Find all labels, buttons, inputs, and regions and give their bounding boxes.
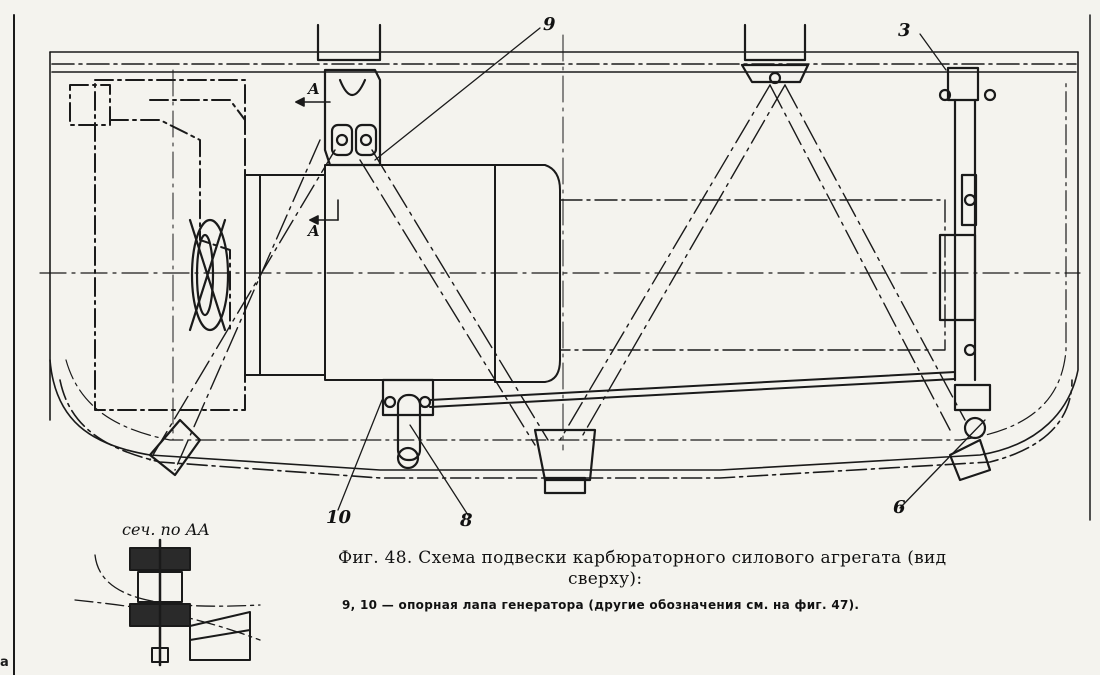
edge-mark: а [0, 655, 9, 670]
radiator [69, 79, 246, 411]
gearbox-shadow [559, 199, 946, 351]
fan [188, 218, 230, 332]
front-support [316, 23, 382, 167]
callout-10: 10 [326, 507, 352, 528]
figure-caption: Фиг. 48. Схема подвески карбюраторного с… [338, 548, 1038, 612]
middle-support [740, 23, 810, 85]
section-aa-label: сеч. по АА [122, 520, 210, 539]
callout-leaders [337, 27, 986, 516]
caption-title-line1: Фиг. 48. Схема подвески карбюраторного с… [338, 548, 947, 568]
bottom-mount-left-corner [148, 418, 202, 477]
rear-mount-bracket [938, 66, 997, 440]
frame-outline [49, 51, 1079, 479]
callout-8: 8 [460, 510, 473, 531]
tie-rod [429, 371, 956, 408]
bottom-mount-left [381, 378, 435, 470]
section-mark-a-top: A [308, 80, 320, 98]
callout-9: 9 [543, 14, 556, 35]
caption-note: 9, 10 — опорная лапа генератора (другие … [342, 598, 860, 612]
section-aa-detail [74, 538, 261, 667]
bottom-mount-right-corner [948, 438, 992, 482]
callout-3: 3 [898, 20, 911, 41]
caption-title: Фиг. 48. Схема подвески карбюраторного с… [338, 548, 1038, 590]
diagonal-struts [149, 84, 966, 471]
callout-6: 6 [893, 497, 906, 518]
section-mark-a-bottom: A [308, 222, 320, 240]
section-markers [295, 97, 339, 225]
bottom-mount-center [533, 428, 597, 495]
caption-title-line2: сверху): [568, 569, 643, 589]
